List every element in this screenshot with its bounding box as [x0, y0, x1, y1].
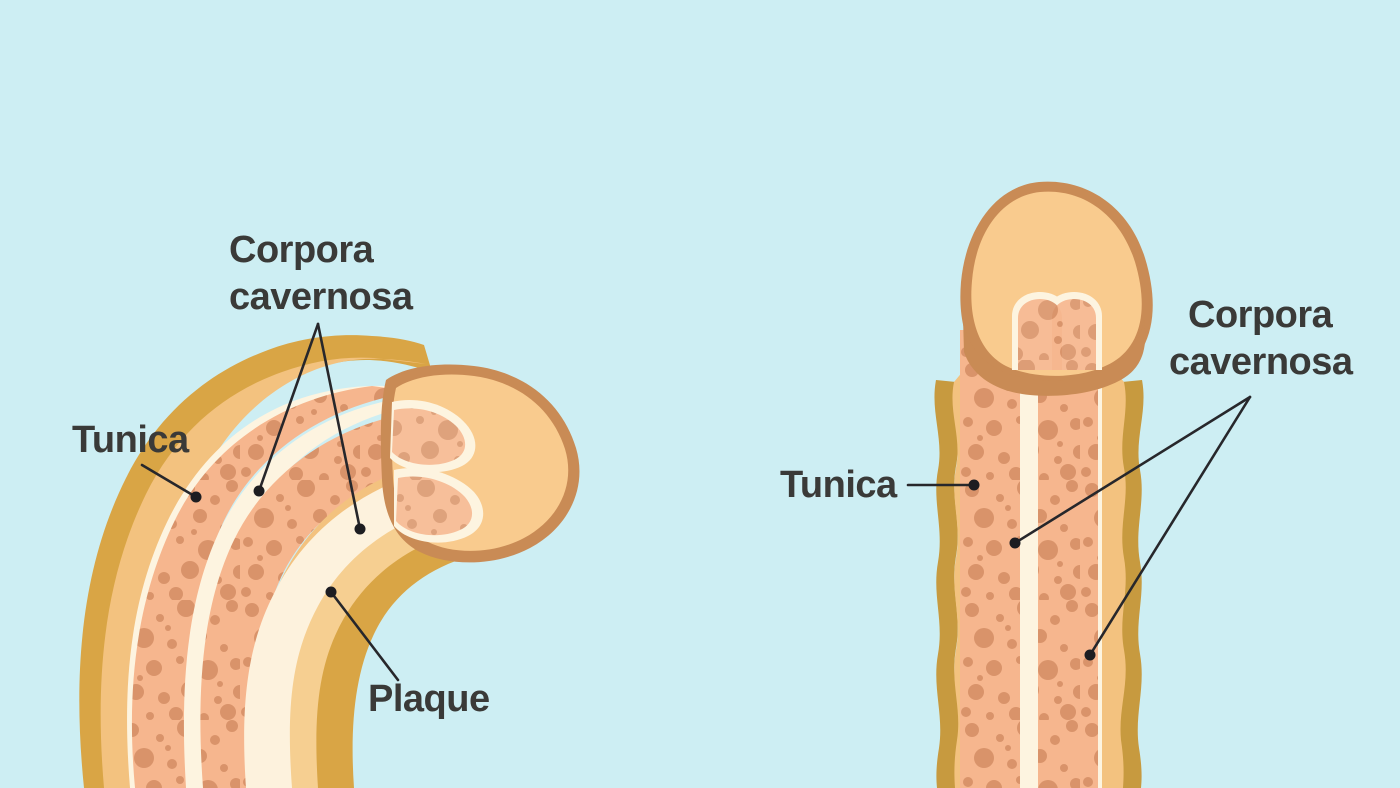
right-tunica-leader-dot	[968, 479, 980, 491]
right-figure-normal	[934, 181, 1153, 788]
right-glans-lobe-right-fill	[1052, 299, 1096, 370]
left-glans-lobe-upper-fill	[392, 408, 466, 465]
label-left-corpora-line2: cavernosa	[229, 276, 414, 318]
left-corpora-leader-line-2	[316, 322, 362, 531]
right-corpora-leader-line-2	[1088, 395, 1252, 657]
label-right-corpora-line2: cavernosa	[1169, 341, 1354, 383]
left-tunica-body	[100, 357, 426, 788]
right-corpora-leader-dot-1	[1009, 537, 1021, 549]
right-corpora-leader-line-1	[1013, 395, 1252, 545]
labels-left: Tunica Corpora cavernosa Plaque	[72, 229, 490, 720]
right-corpus-cavernosum-right	[1038, 330, 1098, 788]
right-septum	[1020, 330, 1038, 788]
right-glans-corona-band	[963, 318, 1146, 396]
label-left-tunica: Tunica	[72, 419, 190, 461]
label-right-corpora-line1: Corpora	[1188, 294, 1334, 336]
left-septum	[183, 398, 420, 788]
left-corpora-leader-line-1	[257, 322, 320, 493]
label-left-plaque: Plaque	[368, 678, 490, 720]
left-corpora-leader-dot-2	[354, 523, 366, 535]
label-left-corpora-line1: Corpora	[229, 229, 375, 271]
left-plaque-leader-dot	[325, 586, 337, 598]
label-right-tunica: Tunica	[780, 464, 898, 506]
leader-lines-right	[906, 395, 1252, 661]
left-glans-lobe-lower-fill	[396, 476, 473, 536]
labels-right: Tunica Corpora cavernosa	[780, 294, 1354, 506]
left-tunica-outer-edge	[79, 335, 433, 788]
left-plaque-leader-line	[329, 590, 400, 682]
leader-lines-left	[140, 322, 400, 682]
right-corpus-cavernosum-left	[960, 330, 1020, 788]
left-corpora-leader-dot-1	[253, 485, 265, 497]
right-tunica-outer-edge-left	[934, 380, 959, 788]
right-corpora-leader-dot-2	[1084, 649, 1096, 661]
right-glans-lobe-left-fill	[1018, 299, 1062, 370]
left-tunica-leader-dot	[190, 491, 202, 503]
left-tunica-leader-line	[140, 463, 198, 499]
